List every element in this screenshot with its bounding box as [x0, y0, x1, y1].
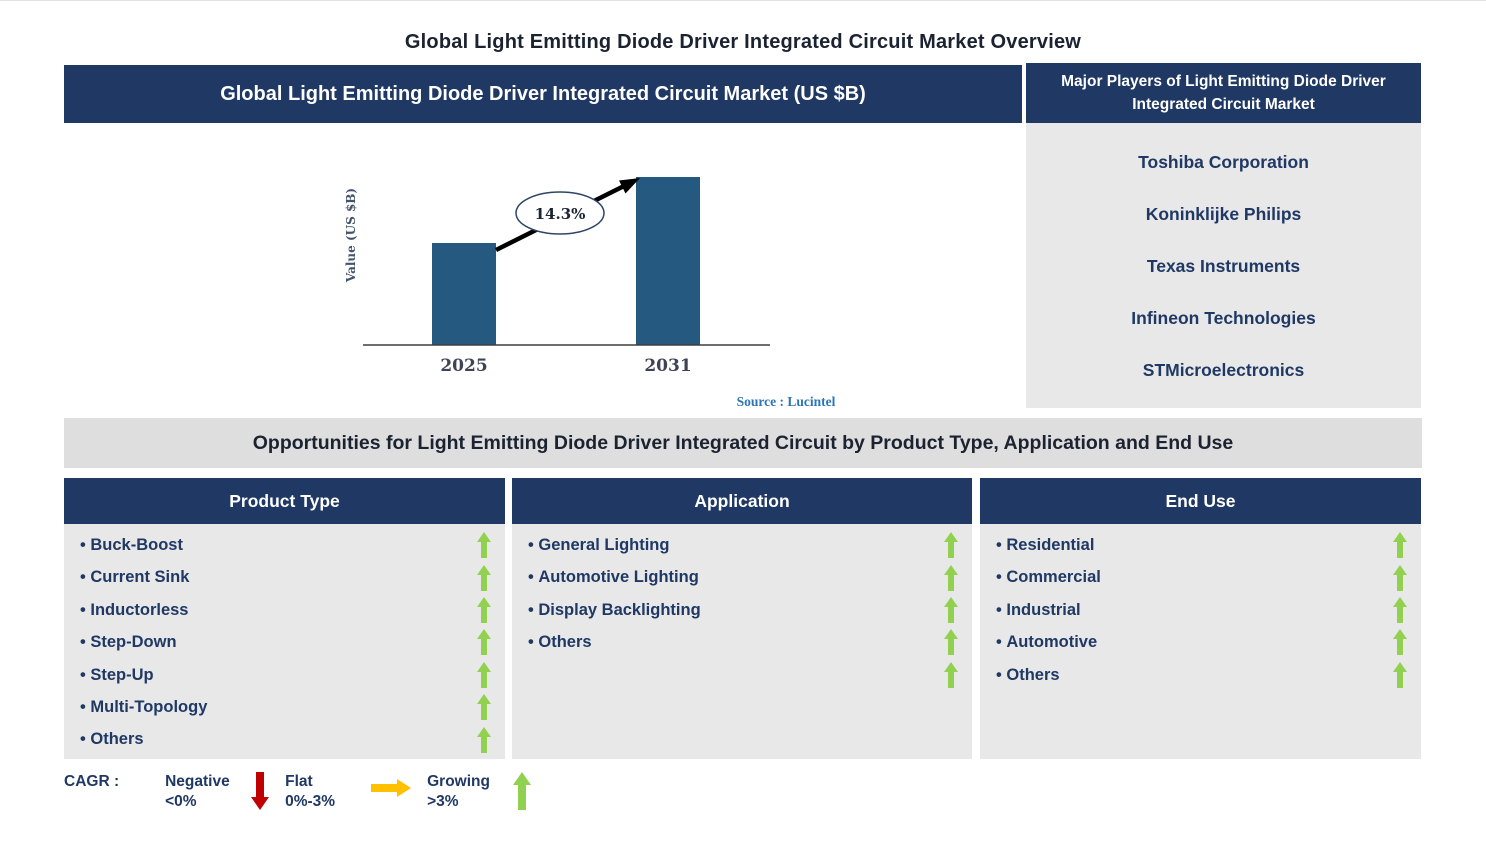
- growing-up-arrow-icon: [944, 661, 958, 688]
- x-tick-2031: 2031: [644, 356, 691, 376]
- cagr-ellipse: [515, 191, 605, 235]
- legend-entry-range: <0%: [165, 793, 197, 810]
- end-use-items: ResidentialCommercialIndustrialAutomotiv…: [996, 529, 1101, 759]
- product-type-column: Product Type Buck-BoostCurrent SinkInduc…: [64, 478, 505, 759]
- chart-title: Global Light Emitting Diode Driver Integ…: [220, 82, 866, 105]
- growing-up-arrow-icon: [477, 532, 491, 559]
- segment-item: Others: [528, 626, 701, 658]
- segment-item: Inductorless: [80, 594, 207, 626]
- legend-down-arrow-icon: [251, 772, 270, 810]
- major-players-title: Major Players of Light Emitting Diode Dr…: [1061, 72, 1386, 113]
- growing-up-arrow-icon: [1393, 596, 1407, 623]
- legend-entry-range: 0%-3%: [285, 793, 336, 810]
- segment-item: Step-Up: [80, 659, 207, 691]
- segment-item: Buck-Boost: [80, 529, 207, 561]
- segment-item: General Lighting: [528, 529, 701, 561]
- company-name: Koninklijke Philips: [1145, 204, 1302, 225]
- growing-up-arrow-icon: [477, 726, 491, 753]
- cagr-value: 14.3%: [535, 205, 586, 223]
- company-name: STMicroelectronics: [1142, 359, 1305, 380]
- product-type-arrows: [477, 529, 491, 759]
- growing-up-arrow-icon: [944, 564, 958, 591]
- growing-up-arrow-icon: [1393, 532, 1407, 559]
- growing-up-arrow-icon: [477, 564, 491, 591]
- bar-chart-svg: Value (US $B) 14.3% 2025 2031 Source : L…: [344, 177, 836, 409]
- application-arrows: [944, 529, 958, 759]
- growing-up-arrow-icon: [1393, 629, 1407, 656]
- application-column: Application General LightingAutomotive L…: [512, 478, 972, 759]
- segment-item: Residential: [996, 529, 1101, 561]
- growing-up-arrow-icon: [477, 596, 491, 623]
- segment-item: Display Backlighting: [528, 594, 700, 626]
- legend-entry-name: Flat: [285, 773, 313, 790]
- growing-up-arrow-icon: [1393, 661, 1407, 688]
- growing-up-arrow-icon: [477, 661, 491, 688]
- legend-entry: Growing >3%: [427, 772, 532, 812]
- growing-up-arrow-icon: [944, 596, 958, 623]
- chart-panel-header: Global Light Emitting Diode Driver Integ…: [64, 65, 1022, 123]
- legend-entry: Flat 0%-3%: [285, 772, 412, 812]
- bar-2025: [432, 243, 496, 345]
- segment-item: Automotive Lighting: [528, 561, 701, 593]
- growing-up-arrow-icon: [1393, 564, 1407, 591]
- product-type-header: Product Type: [64, 478, 505, 524]
- major-players-panel: Major Players of Light Emitting Diode Dr…: [1026, 63, 1421, 408]
- legend-entry-name: Negative: [165, 773, 230, 790]
- end-use-header-label: End Use: [1165, 490, 1236, 511]
- growth-arrow-head: [619, 178, 640, 194]
- growing-up-arrow-icon: [477, 694, 491, 721]
- cagr-legend: CAGR : Negative <0% Flat 0%-3% Growing >3%: [64, 772, 547, 812]
- growing-up-arrow-icon: [944, 532, 958, 559]
- product-type-items: Buck-BoostCurrent SinkInductorlessStep-D…: [80, 529, 207, 759]
- end-use-column: End Use ResidentialCommercialIndustrialA…: [980, 478, 1421, 759]
- major-players-header: Major Players of Light Emitting Diode Dr…: [1026, 63, 1421, 123]
- company-name: Toshiba Corporation: [1138, 152, 1309, 173]
- y-axis-label: Value (US $B): [344, 188, 358, 283]
- segment-item: Others: [80, 723, 207, 755]
- application-header: Application: [512, 478, 972, 524]
- segment-item: Multi-Topology: [80, 691, 207, 723]
- market-bar-chart: Value (US $B) 14.3% 2025 2031 Source : L…: [64, 123, 1022, 413]
- company-name: Infineon Technologies: [1131, 307, 1316, 328]
- application-items: General LightingAutomotive LightingDispl…: [528, 529, 701, 759]
- opportunities-band: Opportunities for Light Emitting Diode D…: [64, 418, 1422, 468]
- cagr-legend-entries: Negative <0% Flat 0%-3% Growing >3%: [165, 772, 547, 812]
- growing-up-arrow-icon: [477, 629, 491, 656]
- opportunities-title: Opportunities for Light Emitting Diode D…: [252, 431, 1234, 454]
- legend-entry-range: >3%: [427, 793, 459, 810]
- segment-item: Step-Down: [80, 626, 207, 658]
- end-use-header: End Use: [980, 478, 1421, 524]
- source-credit: Source : Lucintel: [737, 394, 836, 409]
- segment-item: Others: [996, 659, 1101, 691]
- product-type-header-label: Product Type: [229, 490, 340, 511]
- bar-2031: [636, 177, 700, 345]
- end-use-arrows: [1393, 529, 1407, 759]
- legend-entry-name: Growing: [427, 773, 490, 790]
- growing-up-arrow-icon: [944, 629, 958, 656]
- company-name: Texas Instruments: [1146, 255, 1301, 276]
- application-header-label: Application: [694, 490, 790, 511]
- page-title: Global Light Emitting Diode Driver Integ…: [404, 31, 1082, 53]
- segment-item: Commercial: [996, 561, 1100, 593]
- cagr-legend-label: CAGR :: [64, 773, 120, 790]
- segment-item: Automotive: [996, 626, 1101, 658]
- segment-item: Industrial: [996, 594, 1101, 626]
- segment-item: Current Sink: [80, 561, 207, 593]
- legend-right-arrow-icon: [371, 779, 412, 797]
- legend-up-arrow-icon: [513, 772, 532, 810]
- legend-entry: Negative <0%: [165, 772, 270, 812]
- x-tick-2025: 2025: [440, 356, 487, 376]
